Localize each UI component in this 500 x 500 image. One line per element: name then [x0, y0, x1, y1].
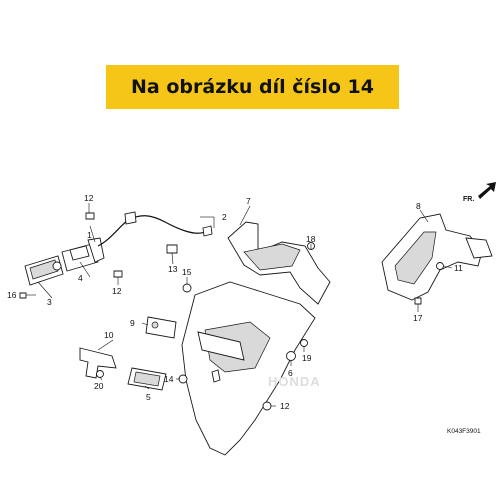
mud-guard-8-inner	[394, 231, 437, 285]
callout-13: 13	[168, 264, 178, 274]
washer-6	[286, 351, 296, 361]
wire-end-connector	[202, 225, 213, 237]
bulb	[52, 261, 62, 271]
callout-16: 16	[7, 290, 17, 300]
screw-12-lower	[113, 270, 123, 278]
callout-18: 18	[306, 234, 316, 244]
reflector-mount	[211, 369, 221, 383]
front-direction-indicator: FR.	[463, 182, 496, 203]
grommet-19	[300, 339, 308, 347]
callout-labels: 12 2 1 4 3 16 12 13 15 7 18 9 10 20 5 14…	[7, 193, 481, 435]
front-direction-label: FR.	[463, 196, 474, 203]
callout-1: 1	[87, 230, 92, 240]
screw-17	[414, 297, 422, 305]
callout-19: 19	[302, 353, 312, 363]
clip-13	[166, 244, 178, 254]
callout-17: 17	[413, 313, 423, 323]
bolt-15	[182, 283, 192, 293]
tail-light-assembly	[19, 211, 213, 299]
screw-16	[19, 292, 27, 299]
front-arrow-icon	[478, 182, 496, 199]
honda-watermark: HONDA	[268, 374, 321, 389]
bolt-11	[436, 262, 444, 270]
tail-light-socket	[69, 245, 90, 261]
callout-12-bottom: 12	[280, 401, 290, 411]
side-reflector-9-dot	[151, 321, 159, 329]
callout-10: 10	[104, 330, 114, 340]
callout-12-top: 12	[84, 193, 94, 203]
bolt-12-bottom	[262, 401, 272, 411]
callout-4: 4	[78, 273, 83, 283]
wire-connector	[124, 211, 137, 225]
tail-light-bracket	[87, 237, 105, 263]
callout-2: 2	[222, 212, 227, 222]
callout-6: 6	[288, 368, 293, 378]
rear-fender-assembly: HONDA	[166, 221, 331, 456]
callout-14: 14	[164, 374, 174, 384]
screw-20	[96, 370, 104, 378]
wire-harness	[97, 215, 206, 247]
callout-15: 15	[182, 267, 192, 277]
callout-20: 20	[94, 381, 104, 391]
callout-3: 3	[47, 297, 52, 307]
side-reflector-9	[145, 316, 177, 339]
leader-lines	[26, 203, 453, 407]
part-number-banner: Na obrázku díl číslo 14	[106, 65, 399, 109]
callout-12-lower: 12	[112, 286, 122, 296]
callout-8: 8	[416, 201, 421, 211]
diagram-code: K043F3901	[447, 428, 481, 435]
callout-11: 11	[454, 263, 463, 273]
rear-reflector-5-lens	[133, 371, 161, 387]
callout-7: 7	[246, 196, 251, 206]
callout-9: 9	[130, 318, 135, 328]
fender-upper-inner	[243, 243, 301, 271]
right-bracket-assembly	[381, 213, 493, 305]
tail-light-lens-inner	[29, 259, 59, 280]
stay-10	[79, 347, 117, 379]
part-14-nut	[178, 374, 188, 384]
callout-5: 5	[146, 392, 151, 402]
screw-12-top	[85, 212, 95, 220]
lower-small-parts	[79, 316, 188, 391]
license-plate-bracket	[197, 331, 245, 361]
mud-guard-8-tab	[465, 237, 493, 259]
